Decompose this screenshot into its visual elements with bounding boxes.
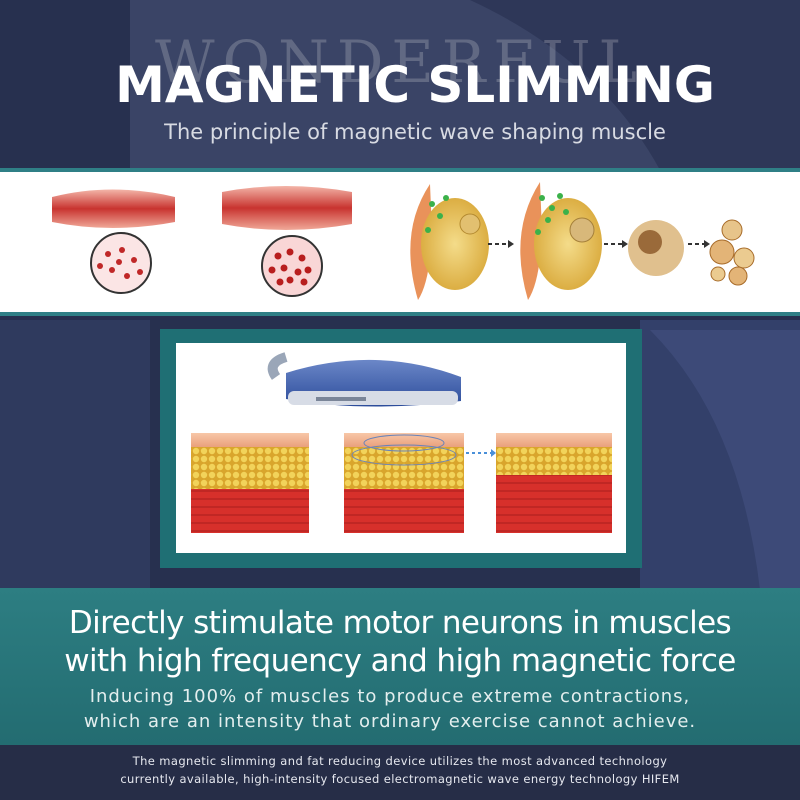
fat-cell-icon xyxy=(410,184,489,300)
tissue-block-after xyxy=(496,433,612,533)
feature-band xyxy=(0,588,800,745)
device-diagram xyxy=(176,343,626,553)
fat-cell-breaking-icon xyxy=(628,220,684,276)
detail-line: Inducing 100% of muscles to produce extr… xyxy=(89,686,691,707)
tissue-block-before xyxy=(191,433,309,533)
relaxed-muscle-icon xyxy=(52,189,175,294)
footer-text: The magnetic slimming and fat reducing d… xyxy=(0,752,800,788)
tissue-block-during xyxy=(344,433,464,533)
page-subtitle: The principle of magnetic wave shaping m… xyxy=(164,120,666,144)
illustration-strip xyxy=(0,168,800,316)
feature-detail: Inducing 100% of muscles to produce extr… xyxy=(0,684,780,734)
feature-headline: Directly stimulate motor neurons in musc… xyxy=(0,604,800,680)
detail-line: which are an intensity that ordinary exe… xyxy=(83,711,697,732)
headline-line: with high frequency and high magnetic fo… xyxy=(64,643,736,679)
watermark-text: WONDERFUL xyxy=(154,28,646,96)
contracted-muscle-icon xyxy=(222,186,352,297)
fat-cell-stimulated-icon xyxy=(520,182,602,300)
footer-line: The magnetic slimming and fat reducing d… xyxy=(132,754,668,768)
footer-line: currently available, high-intensity focu… xyxy=(120,772,680,786)
device-diagram-frame xyxy=(160,329,642,568)
handpiece-device-icon xyxy=(267,352,461,407)
page-title: MAGNETIC SLIMMING xyxy=(115,56,715,114)
fat-fragments-icon xyxy=(709,219,755,286)
headline-line: Directly stimulate motor neurons in musc… xyxy=(68,605,732,641)
footer-bar xyxy=(0,745,800,800)
